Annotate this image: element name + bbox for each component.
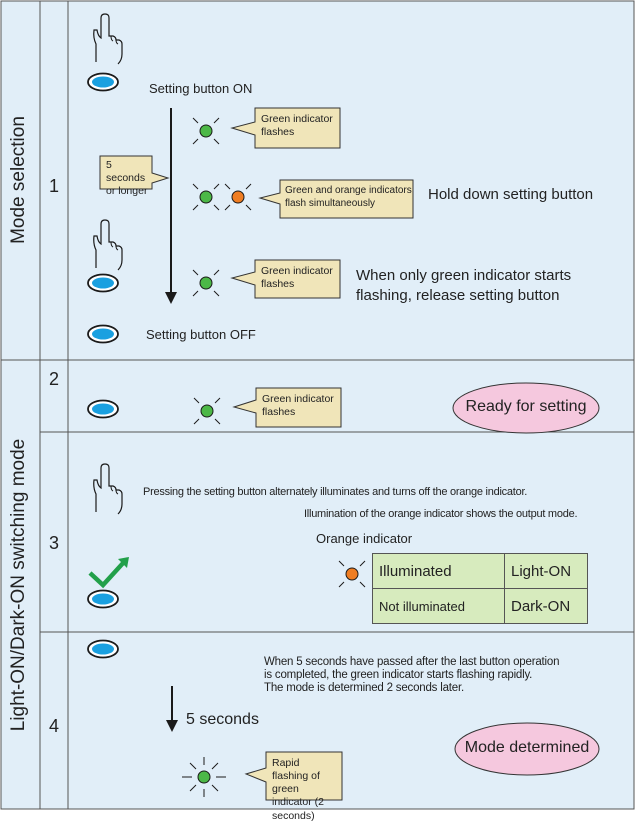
orange-led-icon (338, 560, 366, 588)
table-cell: Illuminated (372, 553, 505, 589)
down-arrow-icon (165, 108, 177, 304)
table-row: Illuminated Light-ON (372, 553, 588, 589)
step-number-2: 2 (48, 369, 59, 389)
setting-button-on-label: Setting button ON (149, 81, 253, 96)
table-cell: Not illuminated (372, 588, 505, 624)
step4-line3: The mode is determined 2 seconds later. (264, 682, 464, 694)
setting-button-off-label: Setting button OFF (146, 327, 256, 342)
step4-line1: When 5 seconds have passed after the las… (264, 656, 560, 668)
setting-button-icon (87, 589, 119, 609)
step-number-4: 4 (48, 716, 59, 736)
green-led-icon (192, 269, 220, 297)
table-cell: Light-ON (504, 553, 588, 589)
setting-button-icon (87, 399, 119, 419)
callout-rapid (244, 751, 343, 801)
ready-for-setting: Ready for setting (465, 398, 587, 415)
step-number-3: 3 (48, 533, 59, 553)
section-mode-selection: Mode selection (8, 116, 29, 244)
setting-button-icon (87, 273, 119, 293)
callout-green-3 (232, 387, 342, 428)
step3-line1: Pressing the setting button alternately … (143, 486, 528, 498)
callout-time (99, 155, 170, 190)
callout-time-text: 5 seconds or longer (106, 159, 148, 198)
callout-green-1-text: Green indicator flashes (261, 113, 333, 139)
step-number-1: 1 (48, 176, 59, 196)
down-arrow-icon (166, 686, 178, 732)
green-led-icon (193, 397, 221, 425)
table-cell: Dark-ON (504, 588, 588, 624)
release-instruction-line2: flashing, release setting button (356, 287, 560, 304)
release-instruction-line1: When only green indicator starts (356, 267, 572, 284)
setting-button-icon (87, 72, 119, 92)
callout-both-text: Green and orange indicators flash simult… (285, 185, 412, 209)
five-seconds-label: 5 seconds (186, 711, 259, 728)
setting-button-icon (87, 639, 119, 659)
orange-indicator-label: Orange indicator (316, 531, 413, 546)
green-led-icon (182, 757, 226, 797)
step4-line2: is completed, the green indicator starts… (264, 669, 533, 681)
callout-both (258, 179, 414, 219)
ready-oval (452, 382, 600, 434)
green-led-icon (192, 183, 220, 211)
step3-line2: Illumination of the orange indicator sho… (304, 508, 578, 520)
callout-green-2 (230, 259, 341, 299)
mode-determined: Mode determined (464, 739, 590, 756)
orange-led-icon (224, 183, 252, 211)
green-led-icon (192, 117, 220, 145)
check-arrow-icon (88, 557, 129, 589)
callout-green-1 (230, 107, 341, 149)
mode-table: Illuminated Light-ON Not illuminated Dar… (372, 553, 588, 624)
determined-oval (454, 722, 600, 776)
setting-button-icon (87, 324, 119, 344)
section-switching-mode: Light-ON/Dark-ON switching mode (8, 438, 29, 732)
callout-green-3-text: Green indicator flashes (262, 393, 334, 419)
callout-rapid-text: Rapid flashing of green indicator (2 sec… (272, 757, 324, 822)
callout-green-2-text: Green indicator flashes (261, 265, 333, 291)
table-row: Not illuminated Dark-ON (372, 588, 588, 624)
hold-instruction: Hold down setting button (428, 186, 594, 203)
